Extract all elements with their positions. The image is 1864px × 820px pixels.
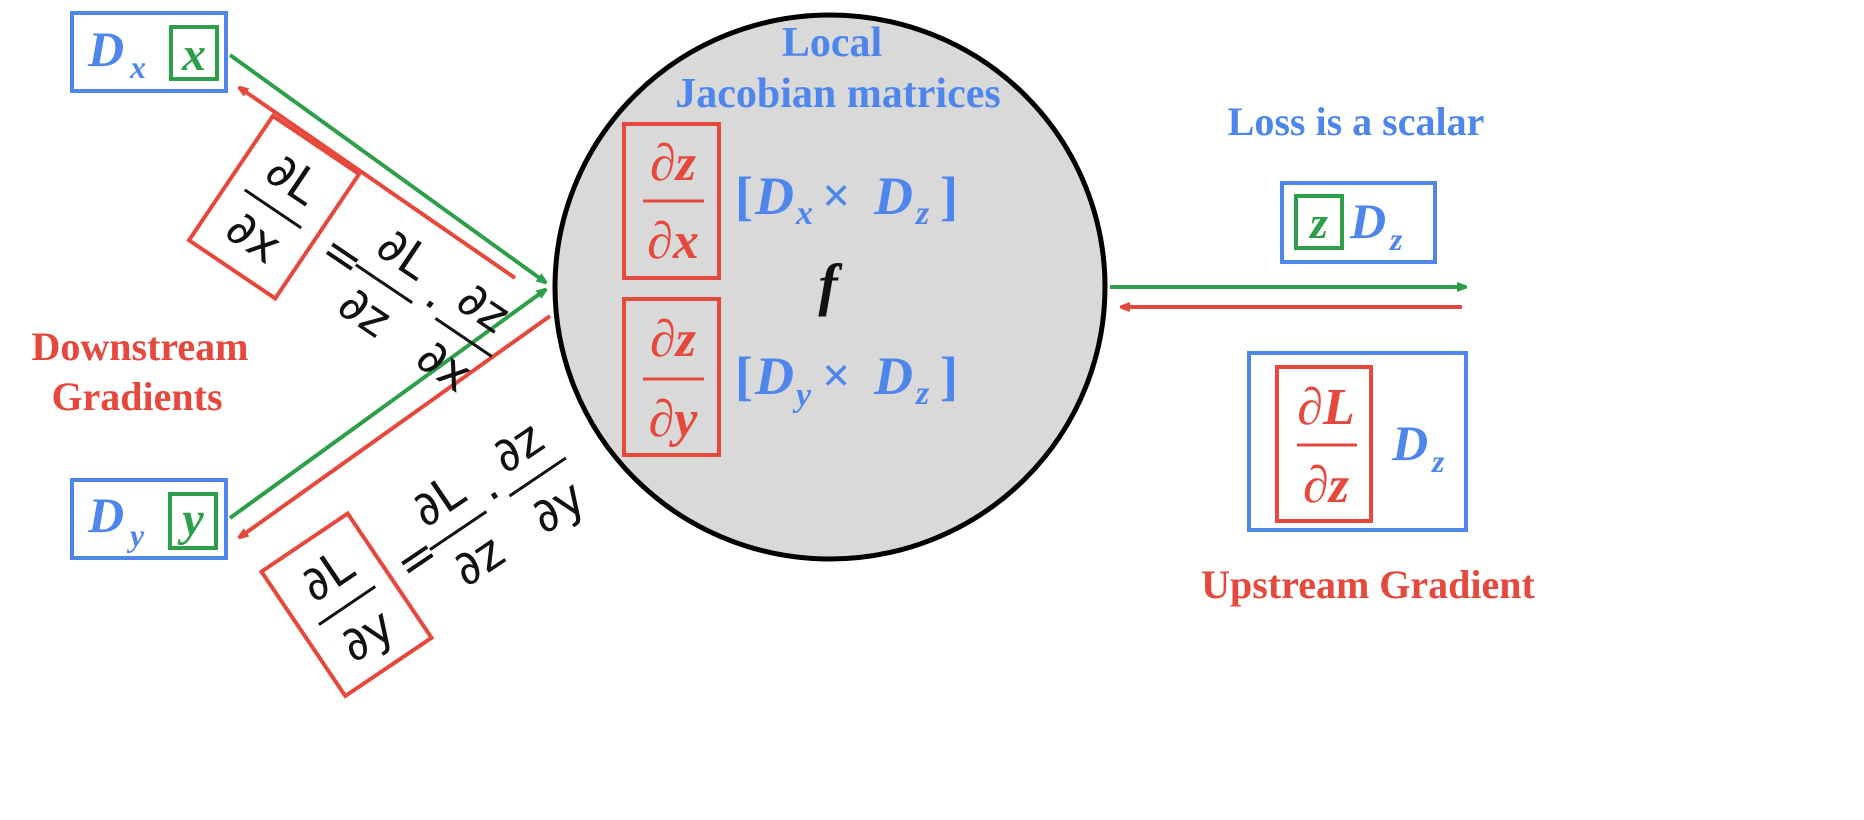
svg-text:D: D: [754, 166, 794, 226]
upstream-numerator: ∂L: [1297, 379, 1354, 436]
jacobian-x-denominator: ∂x: [647, 213, 699, 270]
jacobian-x-box: [622, 122, 721, 280]
input-x-var-box: [169, 25, 219, 81]
jacobian-x-dims: [ D x × D z ]: [735, 166, 958, 232]
node-title-line2: Jacobian matrices: [675, 71, 1000, 117]
input-x-dim-subscript: x: [129, 49, 146, 85]
svg-text:D: D: [873, 346, 913, 406]
upstream-dim-subscript: z: [1431, 443, 1445, 479]
input-y-dim-subscript: y: [126, 517, 145, 553]
svg-text:]: ]: [940, 166, 958, 226]
downstream-equation-x: ∂L ∂x = ∂L ∂z · ∂z ∂x: [186, 113, 520, 404]
jacobian-y-dim-b: z: [915, 375, 930, 412]
jacobian-y-dim-a: y: [792, 377, 812, 414]
upstream-fraction-box: [1275, 365, 1373, 523]
jacobian-x-dim-a: x: [795, 195, 813, 232]
downstream-x-b-den: ∂x: [407, 328, 482, 404]
svg-text:D: D: [754, 346, 794, 406]
upstream-denominator: ∂z: [1303, 457, 1350, 514]
svg-text:D: D: [873, 166, 913, 226]
backward-arrow-y: [240, 314, 552, 537]
svg-text:×: ×: [822, 347, 851, 403]
upstream-gradient-label: Upstream Gradient: [1201, 562, 1535, 607]
output-z-dim-symbol: D: [1349, 193, 1386, 249]
forward-arrow-x: [228, 53, 545, 282]
input-y-box: D y y: [70, 478, 228, 560]
jacobian-y-box: [622, 297, 721, 457]
loss-scalar-label: Loss is a scalar: [1228, 99, 1485, 144]
svg-text:[: [: [735, 166, 753, 226]
node-title-line1: Local: [782, 20, 882, 66]
downstream-x-lhs-box: [186, 113, 362, 302]
input-y-var: y: [177, 493, 204, 546]
svg-text:]: ]: [940, 346, 958, 406]
input-x-var: x: [181, 28, 206, 81]
jacobian-y-denominator: ∂y: [649, 391, 699, 448]
output-z-var: z: [1308, 197, 1328, 248]
function-node-circle: [552, 12, 1108, 562]
downstream-label-line1: Downstream: [31, 324, 248, 369]
input-y-dim-symbol: D: [87, 487, 124, 543]
jacobian-y-dims: [ D y × D z ]: [735, 346, 958, 414]
svg-text:×: ×: [822, 167, 851, 223]
upstream-dim-symbol: D: [1391, 415, 1428, 471]
output-z-box: z D z: [1280, 181, 1437, 264]
output-z-dim-subscript: z: [1389, 221, 1403, 257]
jacobian-y-numerator: ∂z: [650, 311, 697, 368]
downstream-x-lhs-den: ∂x: [216, 199, 291, 275]
upstream-gradient-box: ∂L ∂z D z: [1247, 351, 1468, 532]
downstream-equation-y: ∂L ∂y = ∂L ∂z · ∂z ∂y: [258, 410, 596, 699]
forward-arrow-y: [228, 290, 545, 520]
input-x-dim-symbol: D: [87, 21, 124, 77]
downstream-y-lhs-box: [258, 510, 435, 699]
downstream-label-line2: Gradients: [51, 374, 222, 419]
jacobian-x-dim-b: z: [915, 195, 930, 232]
input-x-box: D x x: [70, 11, 228, 93]
svg-text:[: [: [735, 346, 753, 406]
jacobian-x-numerator: ∂z: [650, 135, 697, 192]
output-z-var-box: [1294, 194, 1344, 250]
input-y-var-box: [168, 492, 218, 550]
backward-arrow-x: [240, 88, 517, 280]
